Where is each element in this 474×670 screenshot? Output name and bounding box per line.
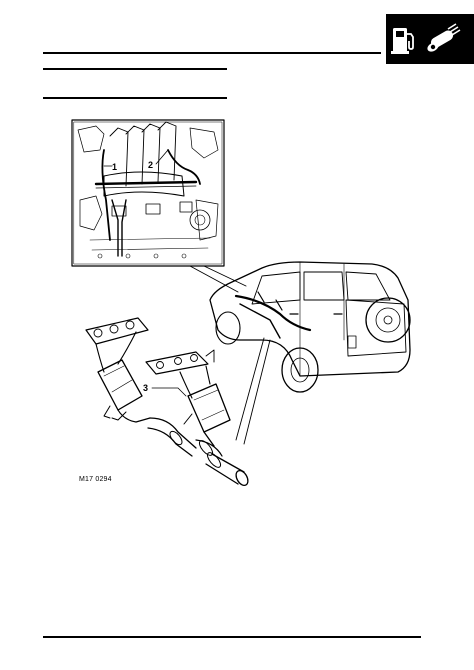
exhaust-assembly — [85, 317, 249, 487]
subheading-rule-2 — [43, 97, 227, 99]
section-tab — [386, 14, 474, 64]
callout-1: 1 — [112, 162, 117, 172]
subheading-rule-1 — [43, 68, 227, 70]
exhaust-pipe-icon — [427, 23, 461, 52]
figure-caption: M17 0294 — [79, 476, 112, 483]
engine-bay-inset — [71, 119, 225, 267]
header-rule — [43, 52, 381, 54]
callout-2: 2 — [148, 160, 153, 170]
callout-3: 3 — [143, 383, 148, 393]
footer-rule — [43, 636, 421, 638]
fuel-pump-icon — [391, 28, 414, 54]
vehicle-outline — [209, 261, 411, 393]
inset-leader-line — [189, 265, 239, 293]
